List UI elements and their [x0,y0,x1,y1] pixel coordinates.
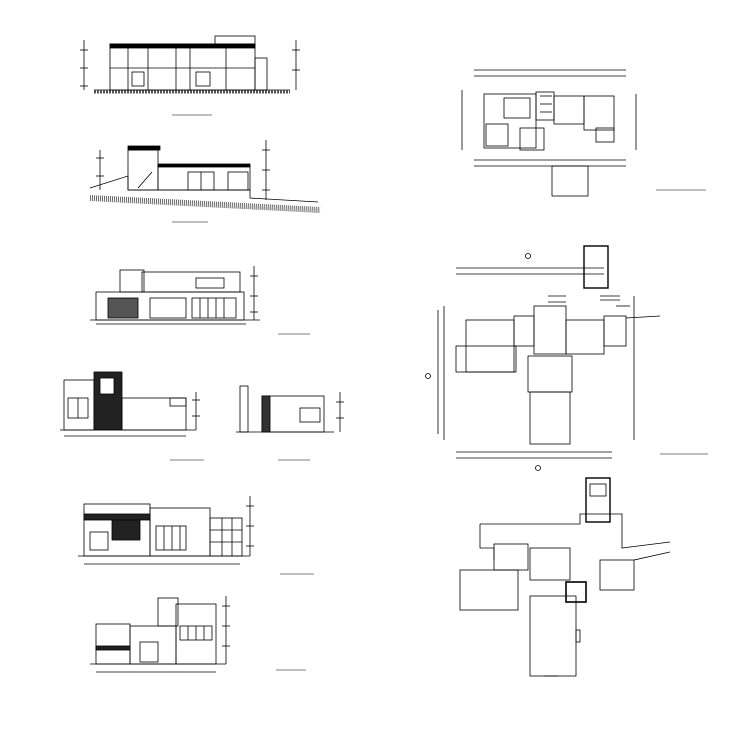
elevation-drawing-3 [236,385,344,433]
elevation-drawing-2 [60,371,200,437]
floor-plan-ground [425,245,661,471]
section-drawing-1 [80,35,300,94]
section-drawing-2 [89,140,321,213]
elevation-drawing-5 [90,596,230,673]
floor-plan-upper [461,69,637,197]
roof-plan [459,477,671,677]
elevation-drawing-4 [78,496,254,565]
elevation-drawing-1 [90,266,260,325]
